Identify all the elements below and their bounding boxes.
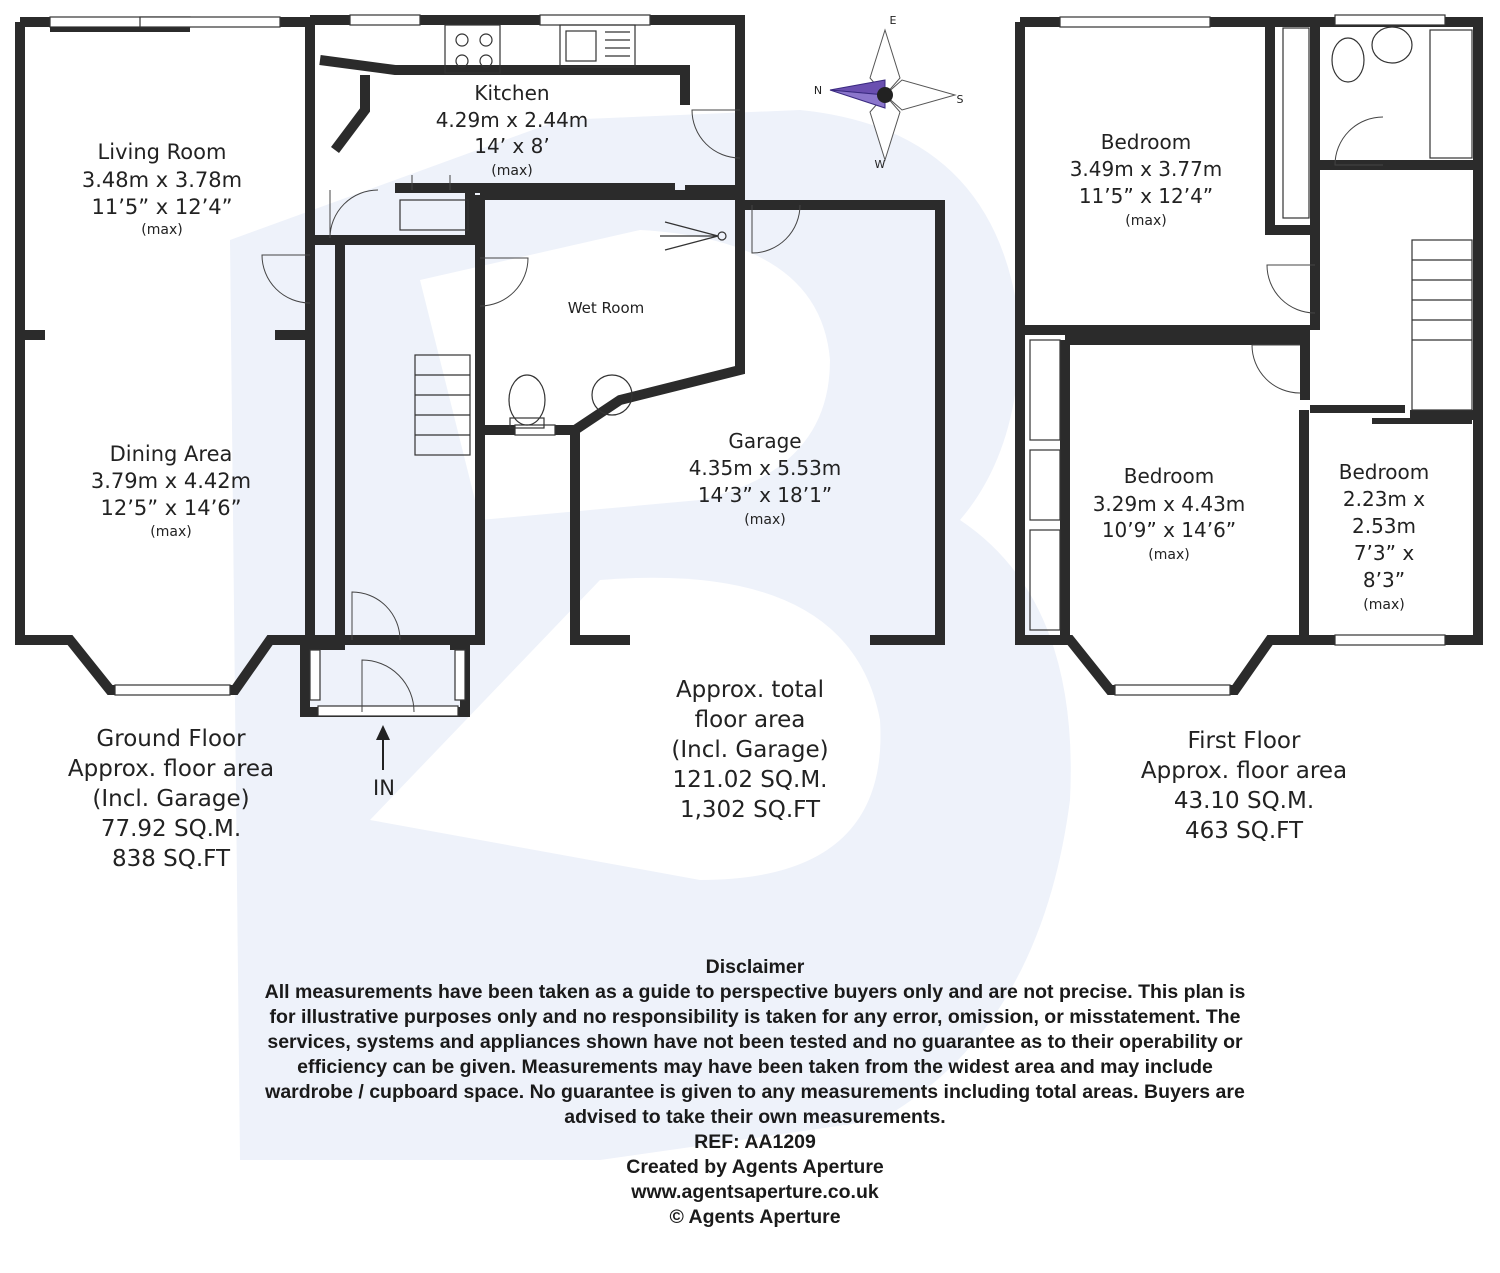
- living-room-name: Living Room: [98, 140, 227, 164]
- watermark-logo: [230, 110, 1071, 1160]
- garage-name: Garage: [728, 429, 801, 453]
- bedroom-1-imperial: 11’5” x 12’4”: [1079, 184, 1213, 208]
- first-floor-doors: [1251, 116, 1384, 394]
- compass-e-label: E: [890, 14, 897, 27]
- ground-floor-title: Ground Floor: [96, 726, 246, 752]
- entrance-label: IN: [373, 776, 395, 800]
- disclaimer-line: wardrobe / cupboard space. No guarantee …: [265, 1081, 1245, 1103]
- compass-rose: N E S W: [814, 14, 964, 171]
- first-floor-stairs: [1411, 239, 1473, 411]
- wetroom-fixtures: [508, 221, 727, 429]
- ground-floor-stairs: [414, 354, 471, 456]
- ground-floor-area-label: Approx. floor area: [68, 756, 274, 782]
- garage-label: Garage 4.35m x 5.53m 14’3” x 18’1” (max): [689, 429, 842, 528]
- total-area-incl-garage: (Incl. Garage): [671, 737, 828, 763]
- kitchen-name: Kitchen: [474, 81, 549, 105]
- first-floor-summary: First Floor Approx. floor area 43.10 SQ.…: [1141, 728, 1347, 844]
- total-area-sqm: 121.02 SQ.M.: [673, 767, 828, 793]
- bedroom-2-label: Bedroom 3.29m x 4.43m 10’9” x 14’6” (max…: [1093, 464, 1246, 563]
- bedroom-1-name: Bedroom: [1101, 130, 1191, 154]
- ground-floor-incl-garage: (Incl. Garage): [92, 786, 249, 812]
- bedroom-3-metric-1: 2.23m x: [1343, 487, 1425, 511]
- entrance-arrow: IN: [373, 725, 395, 800]
- dining-area-label: Dining Area 3.79m x 4.42m 12’5” x 14’6” …: [91, 442, 251, 540]
- kitchen-fixtures: [399, 24, 636, 231]
- ground-floor-sqm: 77.92 SQ.M.: [101, 816, 241, 842]
- dining-area-metric: 3.79m x 4.42m: [91, 469, 251, 493]
- kitchen-metric: 4.29m x 2.44m: [436, 108, 589, 132]
- bedroom-1-metric: 3.49m x 3.77m: [1070, 157, 1223, 181]
- kitchen-label: Kitchen 4.29m x 2.44m 14’ x 8’ (max): [436, 81, 589, 179]
- bedroom-2-name: Bedroom: [1124, 464, 1214, 488]
- first-floor-area-label: Approx. floor area: [1141, 758, 1347, 784]
- compass-s-label: S: [957, 93, 964, 106]
- ground-floor-doors: [261, 109, 801, 713]
- ground-floor-walls: [15, 15, 945, 717]
- living-room-label: Living Room 3.48m x 3.78m 11’5” x 12’4” …: [82, 140, 242, 238]
- bedroom-3-imperial-2: 8’3”: [1363, 568, 1405, 592]
- ground-floor-summary: Ground Floor Approx. floor area (Incl. G…: [68, 726, 274, 872]
- bedroom-3-name: Bedroom: [1339, 460, 1429, 484]
- living-room-note: (max): [141, 222, 182, 238]
- compass-w-label: W: [875, 158, 886, 171]
- bedroom-3-metric-2: 2.53m: [1352, 514, 1416, 538]
- bedroom-1-label: Bedroom 3.49m x 3.77m 11’5” x 12’4” (max…: [1070, 130, 1223, 229]
- first-floor-sqft: 463 SQ.FT: [1185, 818, 1304, 844]
- disclaimer-line: All measurements have been taken as a gu…: [264, 981, 1246, 1003]
- bedroom-3-imperial-1: 7’3” x: [1354, 541, 1415, 565]
- garage-metric: 4.35m x 5.53m: [689, 456, 842, 480]
- first-floor-title: First Floor: [1188, 728, 1301, 754]
- living-room-imperial: 11’5” x 12’4”: [91, 195, 232, 219]
- first-floor-sqm: 43.10 SQ.M.: [1174, 788, 1314, 814]
- website-url: www.agentsaperture.co.uk: [631, 1181, 879, 1203]
- disclaimer-line: for illustrative purposes only and no re…: [269, 1006, 1241, 1028]
- wet-room-name: Wet Room: [568, 299, 645, 317]
- living-room-metric: 3.48m x 3.78m: [82, 168, 242, 192]
- ground-floor-windows: [49, 14, 651, 717]
- total-area-title: Approx. total: [676, 677, 824, 703]
- garage-imperial: 14’3” x 18’1”: [698, 483, 832, 507]
- disclaimer-line: services, systems and appliances shown h…: [267, 1031, 1243, 1053]
- garage-note: (max): [744, 512, 785, 528]
- bathroom-fixtures: [1331, 26, 1473, 159]
- compass-n-label: N: [814, 84, 822, 97]
- copyright-notice: © Agents Aperture: [669, 1206, 841, 1228]
- disclaimer-line: advised to take their own measurements.: [564, 1106, 946, 1128]
- bedroom-2-imperial: 10’9” x 14’6”: [1102, 518, 1236, 542]
- bedroom-2-metric: 3.29m x 4.43m: [1093, 492, 1246, 516]
- bedroom-3-label: Bedroom 2.23m x 2.53m 7’3” x 8’3” (max): [1339, 460, 1429, 613]
- total-area-summary: Approx. total floor area (Incl. Garage) …: [671, 677, 828, 823]
- bedroom-1-note: (max): [1125, 213, 1166, 229]
- reference-number: REF: AA1209: [694, 1131, 816, 1153]
- disclaimer-line: efficiency can be given. Measurements ma…: [297, 1056, 1213, 1078]
- total-area-label: floor area: [695, 707, 806, 733]
- bedroom-2-note: (max): [1148, 547, 1189, 563]
- disclaimer-title: Disclaimer: [705, 956, 805, 978]
- dining-area-note: (max): [150, 524, 191, 540]
- bedroom-3-note: (max): [1363, 597, 1404, 613]
- first-floor-walls: [1015, 17, 1483, 695]
- total-area-sqft: 1,302 SQ.FT: [680, 797, 821, 823]
- dining-area-name: Dining Area: [110, 442, 233, 466]
- ground-floor-sqft: 838 SQ.FT: [112, 846, 231, 872]
- created-by: Created by Agents Aperture: [626, 1156, 884, 1178]
- dining-area-imperial: 12’5” x 14’6”: [100, 496, 241, 520]
- kitchen-imperial: 14’ x 8’: [474, 134, 549, 158]
- first-floor-windows: [1059, 14, 1472, 696]
- kitchen-note: (max): [491, 163, 532, 179]
- disclaimer-block: Disclaimer All measurements have been ta…: [170, 955, 1340, 1230]
